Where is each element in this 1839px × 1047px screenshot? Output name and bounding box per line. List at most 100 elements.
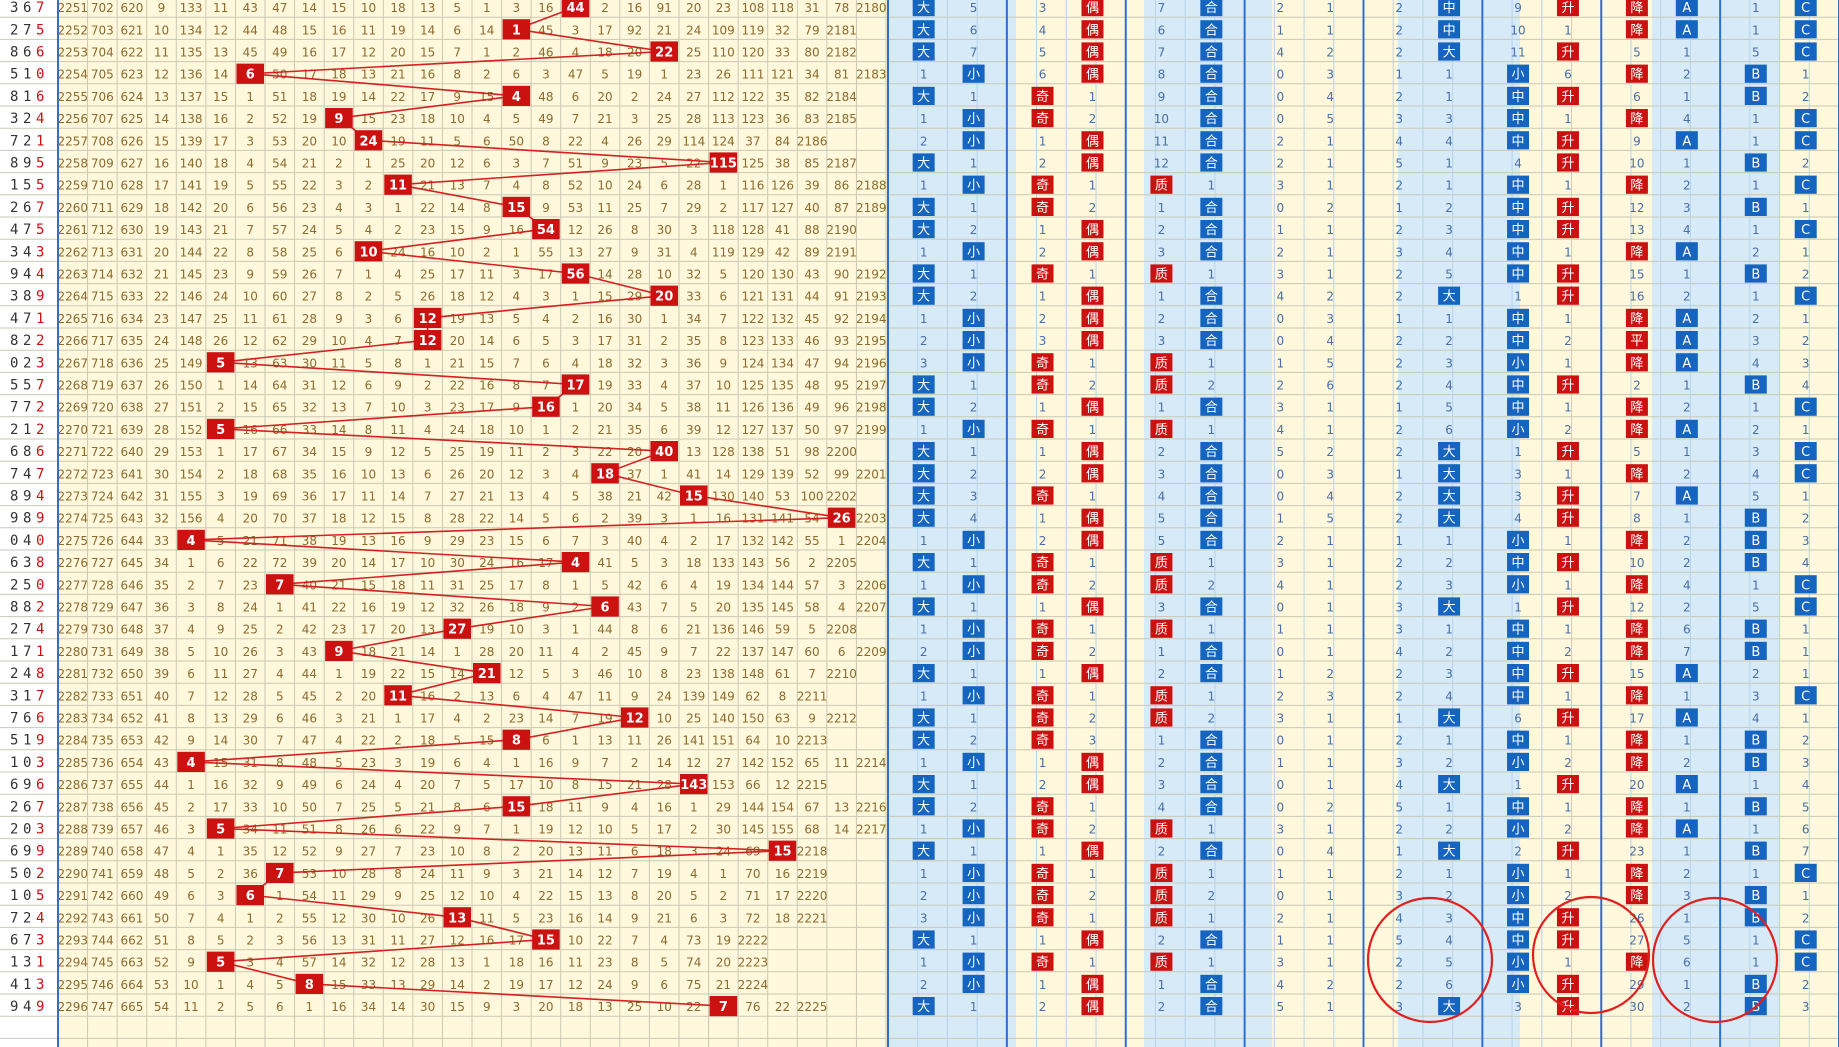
cell-value: 2 bbox=[631, 90, 639, 104]
cell-value: 19 bbox=[627, 68, 642, 82]
draw-digit: 5 bbox=[36, 888, 44, 904]
cell-value: 4 bbox=[660, 379, 668, 393]
cell-value: 2263 bbox=[58, 268, 89, 282]
group-value: 3 bbox=[1752, 689, 1760, 703]
tag-label: 合 bbox=[1205, 445, 1218, 460]
tag-label: 升 bbox=[1561, 978, 1574, 993]
cell-value: 16 bbox=[479, 934, 494, 948]
cell-value: 141 bbox=[771, 512, 794, 526]
group-value: 1 bbox=[970, 268, 978, 282]
cell-value: 12 bbox=[479, 290, 494, 304]
group-value: 1 bbox=[920, 245, 928, 259]
cell-value: 22 bbox=[538, 889, 553, 903]
cell-value: 7 bbox=[394, 845, 402, 859]
cell-value: 2293 bbox=[58, 934, 89, 948]
cell-value: 126 bbox=[741, 401, 764, 415]
cell-value: 56 bbox=[272, 201, 287, 215]
cell-value: 22 bbox=[213, 245, 228, 259]
cell-value: 16 bbox=[331, 467, 346, 481]
group-value: 6 bbox=[970, 23, 978, 37]
tag-label: 大 bbox=[1443, 46, 1456, 61]
tag-label: 质 bbox=[1155, 578, 1168, 593]
tag-label: 小 bbox=[1512, 956, 1525, 971]
group-value: 1 bbox=[1326, 556, 1334, 570]
tag-label: 大 bbox=[917, 445, 930, 460]
draw-digit: 1 bbox=[23, 733, 31, 749]
group-value: 3 bbox=[920, 356, 928, 370]
tag-cell bbox=[912, 664, 935, 683]
tag-label: 偶 bbox=[1086, 467, 1099, 482]
cell-value: 14 bbox=[568, 867, 583, 881]
cell-value: 7 bbox=[572, 112, 580, 126]
draw-digit: 9 bbox=[23, 489, 31, 505]
cell-value: 8 bbox=[631, 623, 639, 637]
cell-value: 20 bbox=[716, 601, 731, 615]
tag-label: B bbox=[1751, 734, 1760, 749]
tag-label: 偶 bbox=[1086, 223, 1099, 238]
tag-cell bbox=[1031, 419, 1054, 438]
cell-value: 9 bbox=[158, 1, 166, 15]
cell-value: 6 bbox=[424, 467, 432, 481]
cell-value: 2281 bbox=[58, 667, 89, 681]
cell-value: 712 bbox=[91, 223, 114, 237]
group-value: 1 bbox=[970, 556, 978, 570]
group-value: 4 bbox=[1276, 578, 1284, 592]
cell-value: 118 bbox=[712, 223, 735, 237]
cell-value: 7 bbox=[335, 268, 343, 282]
cell-value: 26 bbox=[302, 268, 317, 282]
tag-cell bbox=[1744, 264, 1767, 283]
cell-value: 39 bbox=[154, 667, 169, 681]
cell-value: 28 bbox=[686, 179, 701, 193]
draw-digit: 0 bbox=[23, 755, 31, 771]
cell-value: 2273 bbox=[58, 490, 89, 504]
cell-value: 1 bbox=[838, 534, 846, 548]
tag-label: 中 bbox=[1512, 112, 1525, 127]
tag-cell bbox=[1438, 508, 1461, 527]
cell-value: 2 bbox=[217, 1000, 225, 1014]
cell-value: 124 bbox=[741, 356, 764, 370]
group-value: 11 bbox=[1510, 46, 1525, 60]
cell-value: 18 bbox=[154, 201, 169, 215]
tag-label: 质 bbox=[1155, 556, 1168, 571]
group-value: 2 bbox=[970, 800, 978, 814]
group-value: 1 bbox=[920, 956, 928, 970]
cell-value: 747 bbox=[91, 1000, 114, 1014]
cell-value: 22 bbox=[361, 734, 376, 748]
cell-value: 36 bbox=[243, 867, 258, 881]
cell-value: 16 bbox=[331, 1000, 346, 1014]
draw-digit: 9 bbox=[10, 999, 18, 1015]
group-value: 2 bbox=[1802, 268, 1810, 282]
group-value: 1 bbox=[1326, 1000, 1334, 1014]
cell-value: 11 bbox=[479, 268, 494, 282]
tag-cell bbox=[1200, 242, 1223, 261]
cell-value: 744 bbox=[91, 934, 114, 948]
cell-value: 2193 bbox=[856, 290, 887, 304]
cell-value: 2195 bbox=[856, 334, 887, 348]
draw-digit: 4 bbox=[10, 311, 18, 327]
hit-value: 15 bbox=[507, 800, 525, 815]
cell-value: 12 bbox=[361, 512, 376, 526]
tag-cell bbox=[1625, 952, 1648, 971]
cell-value: 22 bbox=[331, 601, 346, 615]
cell-value: 70 bbox=[745, 867, 760, 881]
cell-value: 5 bbox=[394, 290, 402, 304]
tag-cell bbox=[1625, 886, 1648, 905]
group-value: 4 bbox=[1802, 556, 1810, 570]
cell-value: 64 bbox=[745, 734, 760, 748]
cell-value: 649 bbox=[120, 645, 143, 659]
cell-value: 26 bbox=[361, 823, 376, 837]
cell-value: 35 bbox=[686, 334, 701, 348]
cell-value: 3 bbox=[424, 401, 432, 415]
cell-value: 2205 bbox=[826, 556, 857, 570]
cell-value: 11 bbox=[509, 445, 524, 459]
tag-label: 偶 bbox=[1086, 312, 1099, 327]
group-value: 2 bbox=[920, 134, 928, 148]
group-value: 1 bbox=[970, 201, 978, 215]
cell-value: 7 bbox=[424, 490, 432, 504]
cell-value: 729 bbox=[91, 601, 114, 615]
cell-value: 2276 bbox=[58, 556, 89, 570]
group-value: 1 bbox=[1752, 823, 1760, 837]
hit-cell bbox=[650, 41, 678, 62]
cell-value: 19 bbox=[479, 623, 494, 637]
group-value: 3 bbox=[1514, 490, 1522, 504]
